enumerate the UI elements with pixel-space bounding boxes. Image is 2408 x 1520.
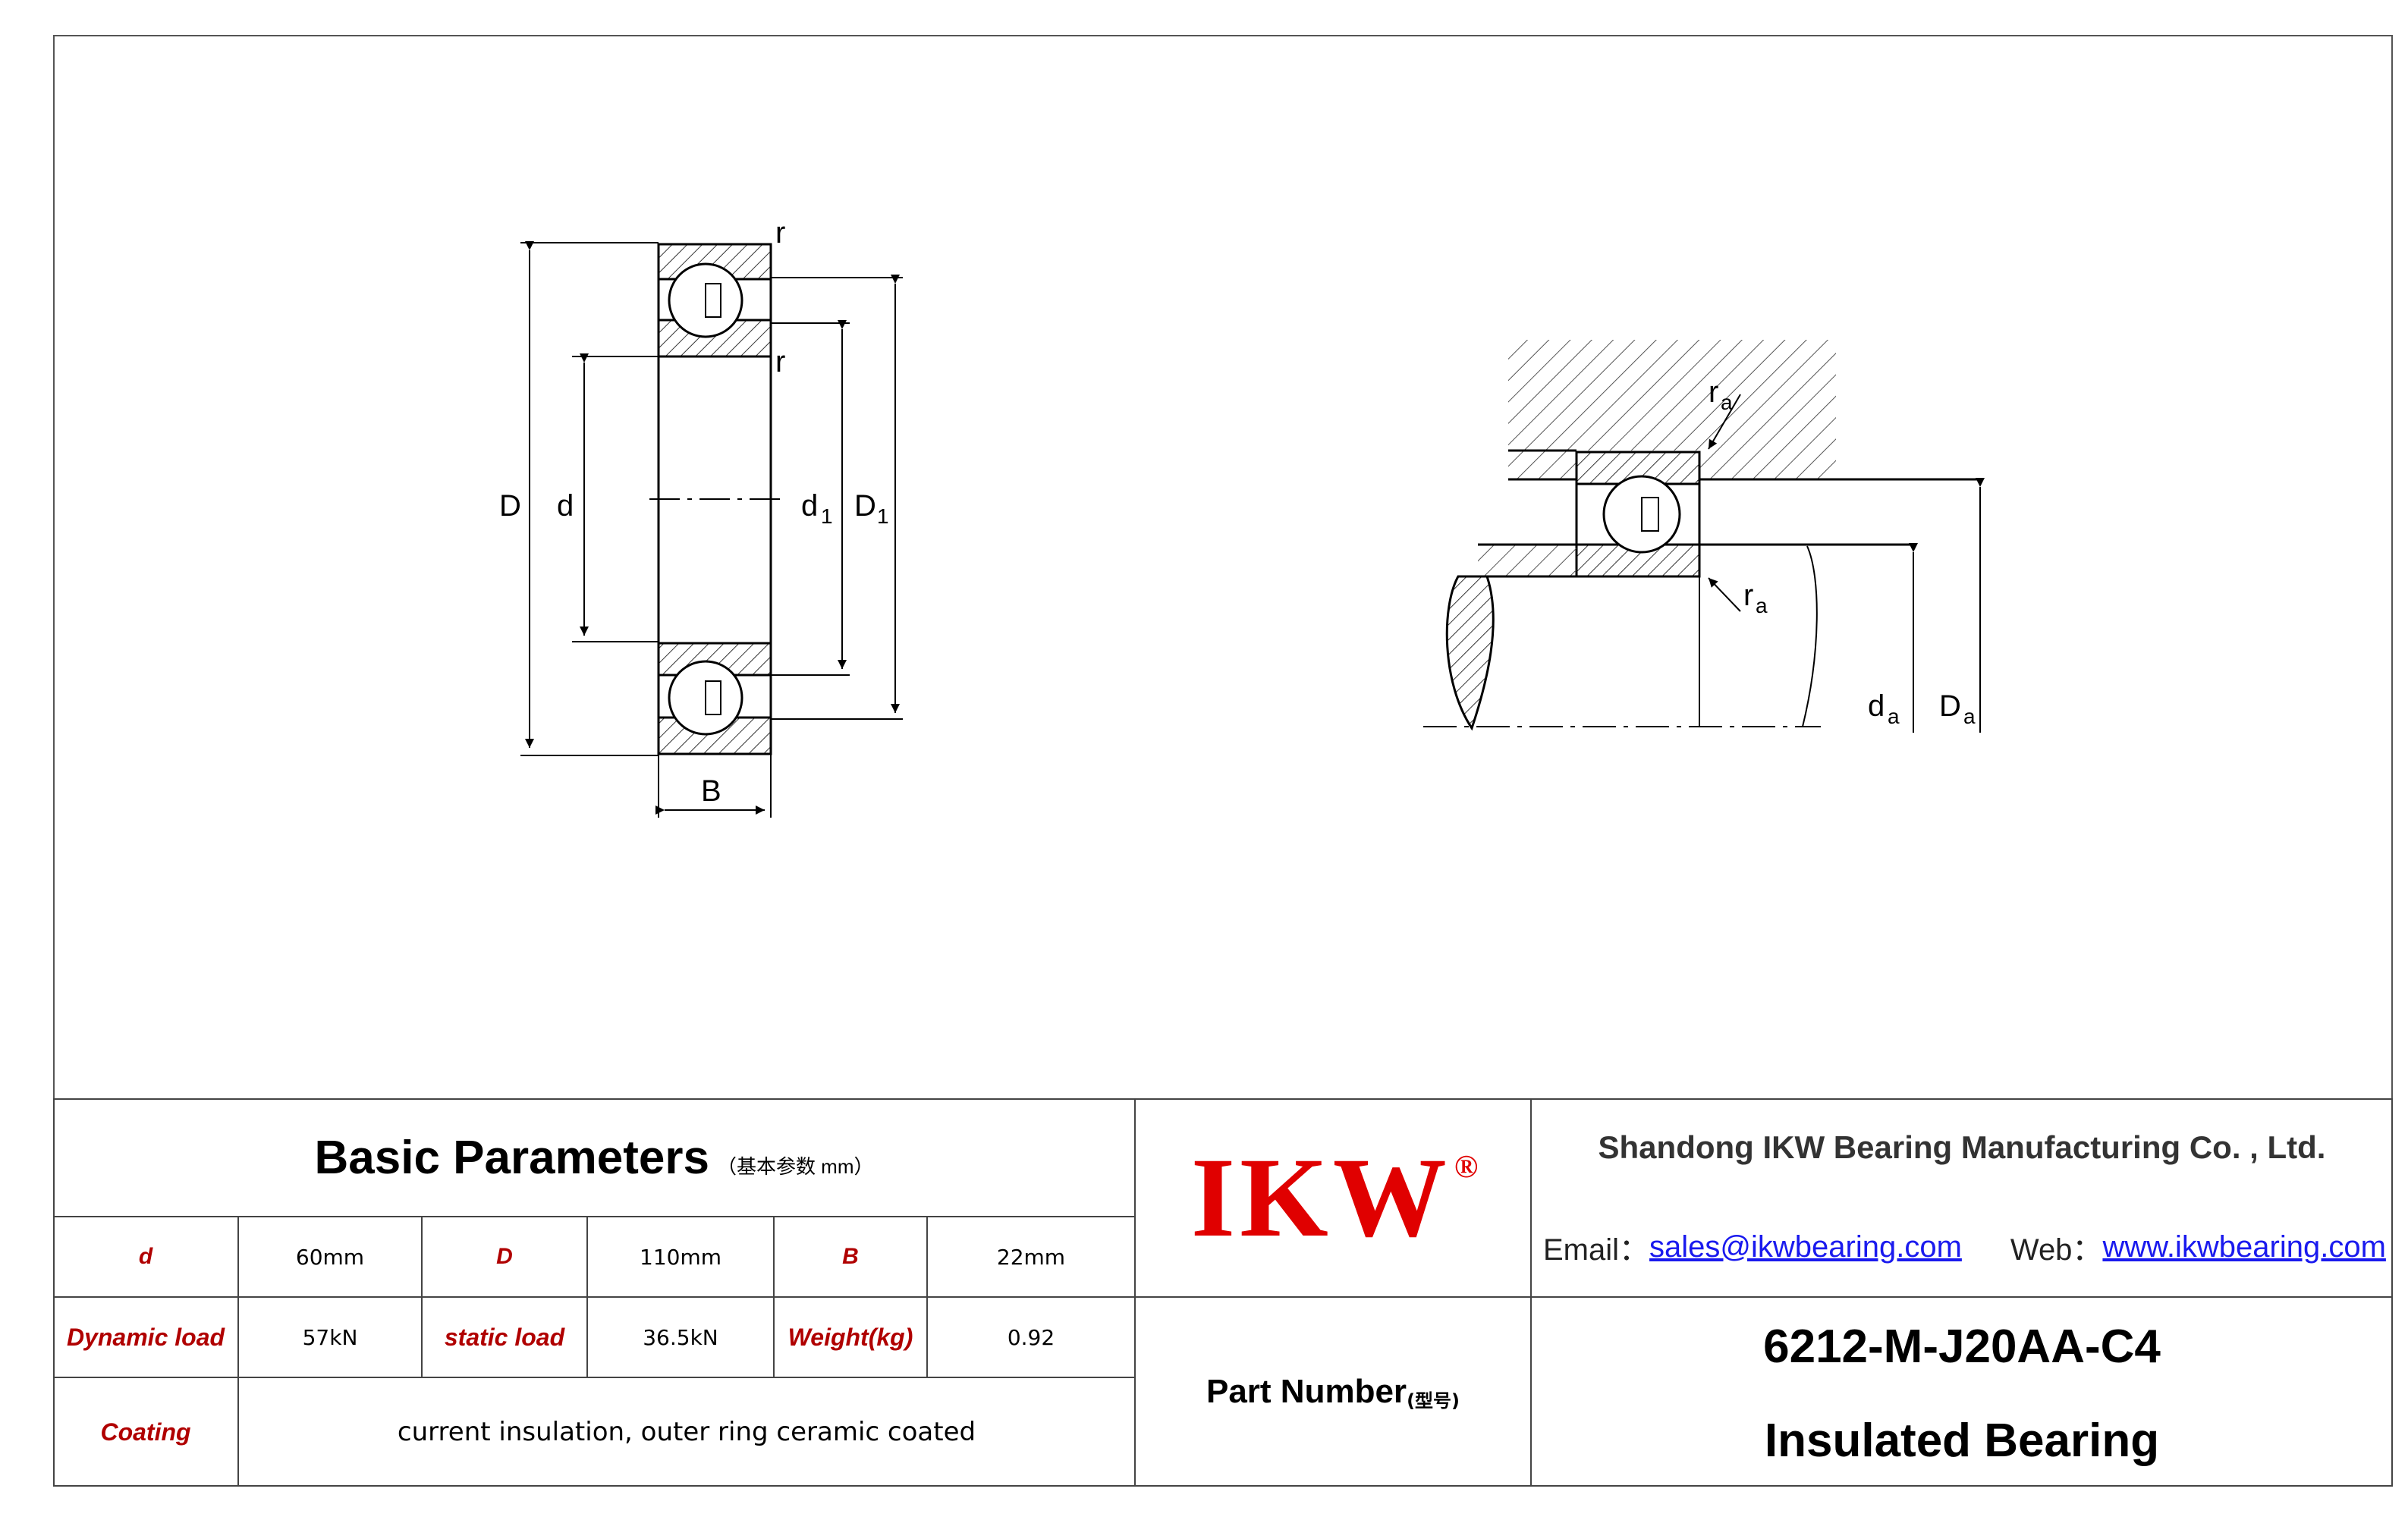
title-block: Basic Parameters （基本参数 mm） d 60mm D 110m… <box>53 1098 2393 1487</box>
label-r-mid: r <box>775 345 785 378</box>
param-value-d: 60mm <box>295 1244 365 1270</box>
ikw-logo: IKW® <box>1135 1098 1531 1297</box>
label-da: d <box>1868 689 1885 723</box>
param-value-D: 110mm <box>640 1244 721 1270</box>
company-name: Shandong IKW Bearing Manufacturing Co. ,… <box>1598 1129 2326 1165</box>
label-Da-sub: a <box>1963 705 1976 728</box>
product-type: Insulated Bearing <box>1764 1414 2160 1467</box>
param-label-coating: Coating <box>100 1418 191 1446</box>
part-number-label-cn: (型号) <box>1407 1390 1460 1412</box>
title-block-grid <box>53 1098 2393 1487</box>
param-label-static-load: static load <box>444 1323 565 1351</box>
bearing-section-view <box>649 243 781 755</box>
label-d1: d <box>801 489 818 523</box>
label-D1: D <box>854 489 876 523</box>
label-B: B <box>701 774 721 808</box>
label-D1-sub: 1 <box>877 504 889 528</box>
param-label-dynamic-load: Dynamic load <box>66 1323 225 1351</box>
param-label-D: D <box>496 1244 513 1269</box>
email-link[interactable]: sales@ikwbearing.com <box>1649 1230 1962 1264</box>
basic-parameters-title: Basic Parameters <box>314 1131 709 1184</box>
label-d1-sub: 1 <box>821 504 833 528</box>
basic-parameters-subtitle: （基本参数 mm） <box>716 1154 874 1178</box>
param-value-dynamic-load: 57kN <box>302 1324 358 1350</box>
product-part-number: 6212-M-J20AA-C4 <box>1763 1320 2161 1373</box>
logo-text: IKW <box>1190 1135 1451 1261</box>
technical-drawing: r r D d d 1 D 1 B <box>499 216 1985 818</box>
label-ra-bottom: r <box>1743 579 1753 612</box>
label-D: D <box>499 489 521 523</box>
part-number-label-cell: Part Number(型号) <box>1135 1297 1531 1487</box>
dimension-lines-right <box>1708 394 1985 733</box>
web-label: Web： <box>2010 1233 2103 1267</box>
param-label-weight: Weight(kg) <box>787 1323 913 1351</box>
mounting-detail-view <box>1423 340 1980 731</box>
label-Da: D <box>1939 689 1961 723</box>
basic-parameters-header: Basic Parameters （基本参数 mm） <box>53 1098 1135 1217</box>
logo-registered-mark: ® <box>1454 1150 1479 1185</box>
part-number-label: Part Number <box>1206 1373 1407 1410</box>
param-label-B: B <box>842 1244 859 1269</box>
email-label: Email： <box>1543 1233 1650 1267</box>
label-ra-top-sub: a <box>1721 391 1733 414</box>
label-ra-top: r <box>1709 375 1718 409</box>
dimension-labels-left: r r D d d 1 D 1 B <box>499 216 889 808</box>
label-d: d <box>557 489 574 523</box>
param-value-B: 22mm <box>996 1244 1066 1270</box>
param-label-d: d <box>138 1244 153 1269</box>
label-da-sub: a <box>1888 705 1900 728</box>
param-value-coating: current insulation, outer ring ceramic c… <box>397 1417 976 1447</box>
label-r-top: r <box>775 216 785 250</box>
param-value-weight: 0.92 <box>1007 1324 1055 1350</box>
dimension-labels-right: r a r a d a D a <box>1709 375 1976 728</box>
param-value-static-load: 36.5kN <box>643 1324 718 1350</box>
company-contact-row: Email： sales@ikwbearing.com Web： www.ikw… <box>1531 1197 2393 1297</box>
web-link[interactable]: www.ikwbearing.com <box>2102 1230 2386 1264</box>
label-ra-bottom-sub: a <box>1756 594 1768 617</box>
dimension-lines-left <box>520 241 903 818</box>
